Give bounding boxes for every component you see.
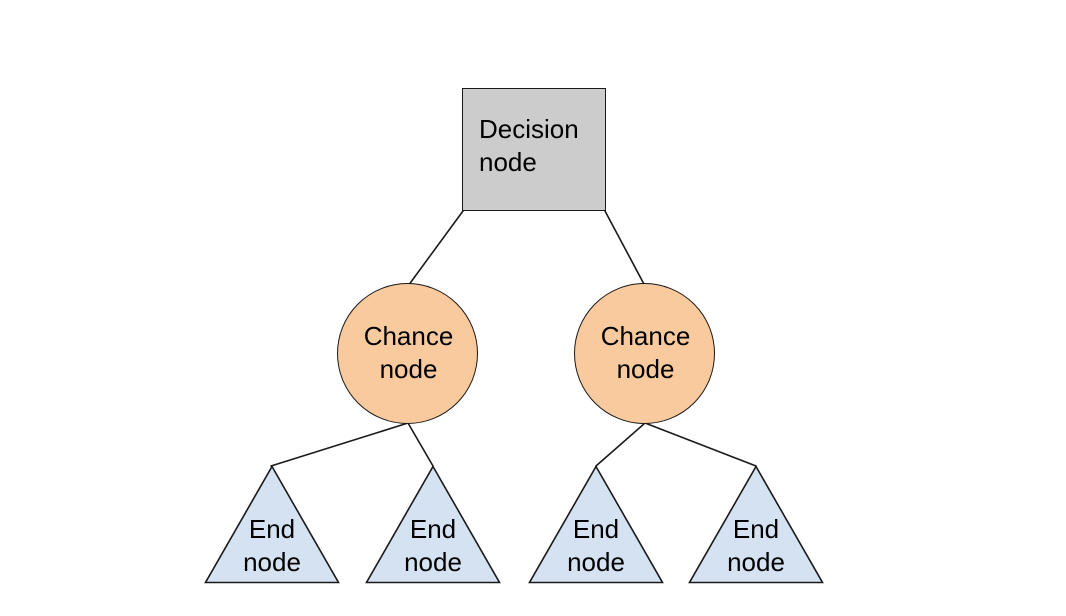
triangle-icon xyxy=(204,465,340,584)
chance-node-1-label: Chance node xyxy=(363,321,454,384)
edge-chance-1-to-end-1 xyxy=(270,422,409,467)
triangle-icon xyxy=(528,465,664,584)
triangle-icon xyxy=(365,465,501,584)
chance-node-2[interactable]: Chance node xyxy=(574,283,715,424)
end-node-1-label: End node xyxy=(243,514,301,577)
end-node-2-label: End node xyxy=(404,514,462,577)
end-node-3[interactable]: End node xyxy=(528,465,664,584)
end-node-4-label: End node xyxy=(727,514,785,577)
end-node-2[interactable]: End node xyxy=(365,465,501,584)
edge-decision-to-chance-1 xyxy=(407,210,464,287)
edge-chance-1-to-end-2 xyxy=(407,422,434,467)
decision-node-label: Decision node xyxy=(479,114,579,177)
decision-node[interactable]: Decision node xyxy=(462,88,606,211)
edge-chance-2-to-end-3 xyxy=(595,422,646,467)
chance-node-2-label: Chance node xyxy=(600,321,691,384)
edge-chance-2-to-end-4 xyxy=(644,422,757,467)
triangle-icon xyxy=(688,465,824,584)
end-node-4[interactable]: End node xyxy=(688,465,824,584)
chance-node-1[interactable]: Chance node xyxy=(337,283,478,424)
end-node-3-label: End node xyxy=(567,514,625,577)
edge-decision-to-chance-2 xyxy=(604,210,646,287)
end-node-1[interactable]: End node xyxy=(204,465,340,584)
